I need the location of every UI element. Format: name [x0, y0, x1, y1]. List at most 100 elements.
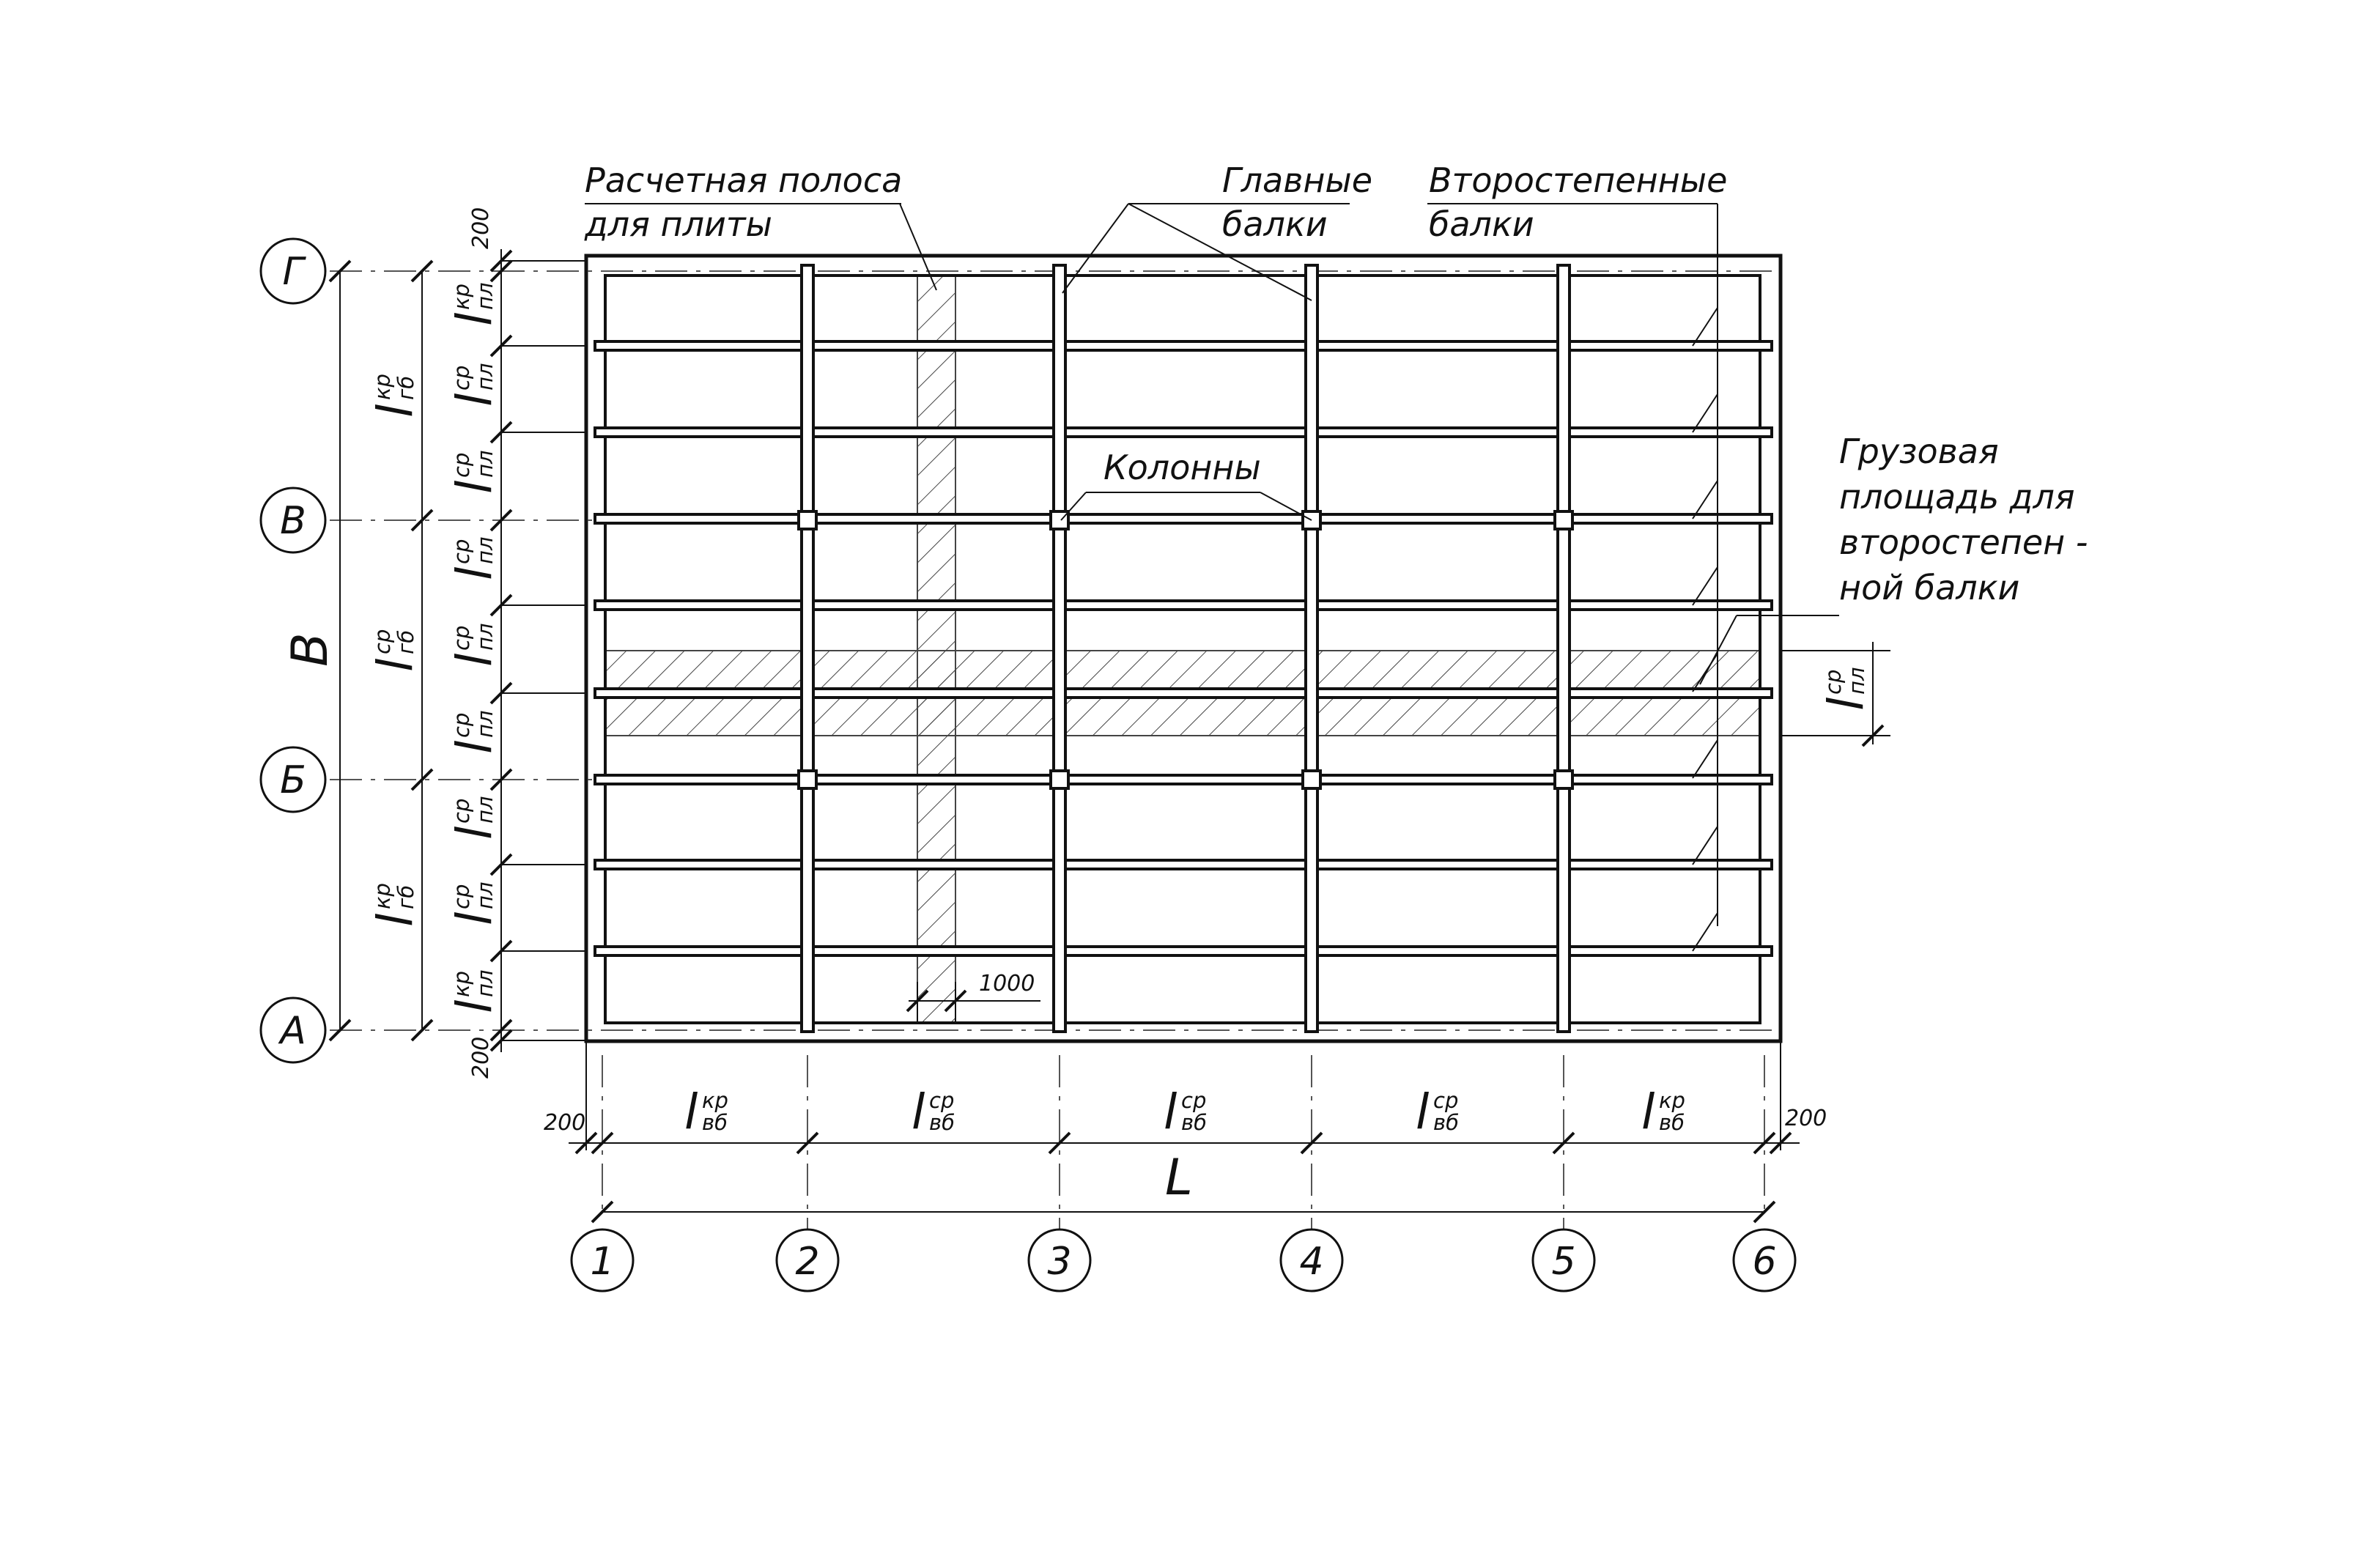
svg-text:l: l — [446, 393, 503, 407]
svg-text:l: l — [446, 480, 503, 494]
svg-text:ср: ср — [449, 799, 474, 824]
svg-text:ср: ср — [449, 884, 474, 909]
column — [1301, 769, 1322, 790]
left-dimensions — [339, 249, 586, 1052]
main-beam — [1052, 264, 1067, 1033]
svg-text:l: l — [1416, 1084, 1430, 1140]
svg-text:l: l — [446, 999, 503, 1013]
row-axis-bubbles: Г В Б А — [259, 237, 327, 1064]
svg-text:l: l — [912, 1084, 925, 1140]
main-beam — [1556, 264, 1571, 1033]
svg-text:пл: пл — [473, 796, 498, 824]
svg-text:ср: ср — [1181, 1088, 1206, 1113]
slab-span-label-1: l кр пл — [446, 283, 503, 327]
secondary-beams — [594, 340, 1773, 957]
svg-text:l: l — [1164, 1084, 1178, 1140]
cargo-label-line3: второстепен - — [1839, 522, 2088, 562]
dim-200-bottom: 200 — [468, 1037, 494, 1079]
column — [797, 769, 818, 790]
svg-text:пл: пл — [473, 624, 498, 651]
main-beams — [800, 264, 1571, 1033]
svg-text:кр: кр — [449, 971, 474, 997]
dim-200-right: 200 — [1785, 1106, 1827, 1131]
slab-span-label-8: l ср пл — [446, 882, 503, 926]
svg-text:l: l — [684, 1084, 698, 1140]
svg-text:гб: гб — [393, 630, 418, 654]
svg-text:пл: пл — [473, 970, 498, 998]
svg-text:ср: ср — [449, 366, 474, 391]
svg-text:l: l — [446, 653, 503, 667]
axis-bubble-6: 6 — [1732, 1228, 1797, 1293]
secondary-beam — [594, 859, 1773, 870]
svg-text:В: В — [280, 499, 306, 543]
main-span-label-1: l кр гб — [367, 374, 424, 418]
svg-text:l: l — [446, 740, 503, 754]
dim-L: L — [1165, 1149, 1193, 1207]
design-strip-hatch — [917, 275, 956, 1024]
column-axis-bubbles: 1 2 3 4 5 6 — [570, 1228, 1797, 1293]
svg-text:пл: пл — [473, 283, 498, 311]
span-label-2: l ср вб — [912, 1084, 955, 1140]
span-labels: l кр вб l ср вб l ср вб l ср вб l кр вб — [684, 1084, 1685, 1140]
svg-text:5: 5 — [1551, 1240, 1575, 1284]
annotations: Расчетная полоса для плиты Главные балки… — [584, 160, 2088, 607]
svg-text:l: l — [446, 312, 503, 326]
span-label-4: l ср вб — [1416, 1084, 1459, 1140]
svg-text:l: l — [446, 911, 503, 925]
main-beams-label-line2: балки — [1222, 204, 1328, 244]
svg-text:пл: пл — [473, 711, 498, 739]
columns — [797, 510, 1574, 790]
svg-text:l: l — [1641, 1084, 1655, 1140]
svg-text:ср: ср — [449, 626, 474, 651]
cargo-label-line4: ной балки — [1839, 568, 2019, 607]
cargo-label-line1: Грузовая — [1839, 432, 1999, 471]
span-label-1: l кр вб — [684, 1084, 728, 1140]
main-span-labels: l кр гб l ср гб l кр гб — [367, 374, 424, 927]
svg-text:А: А — [278, 1009, 306, 1053]
svg-text:l: l — [367, 913, 424, 927]
svg-text:l: l — [367, 404, 424, 418]
svg-text:пл: пл — [473, 537, 498, 565]
main-beams-label-line1: Главные — [1222, 160, 1372, 200]
column — [1553, 510, 1574, 530]
axis-bubble-G: Г — [259, 237, 327, 305]
axis-bubble-1: 1 — [570, 1228, 635, 1293]
svg-text:вб: вб — [702, 1110, 728, 1135]
axis-bubble-3: 3 — [1027, 1228, 1092, 1293]
span-label-5: l кр вб — [1641, 1084, 1685, 1140]
cargo-width-label: l ср пл — [1818, 667, 1874, 711]
svg-text:кр: кр — [370, 883, 395, 909]
slab-span-labels: l кр пл l ср пл l ср пл l ср пл l ср пл … — [446, 283, 1874, 1014]
axis-bubble-B: Б — [259, 746, 327, 813]
columns-label: Колонны — [1103, 448, 1261, 487]
leader-lines — [585, 203, 1839, 952]
column — [1049, 769, 1070, 790]
svg-text:ср: ср — [1433, 1088, 1458, 1113]
svg-text:вб: вб — [1659, 1110, 1685, 1135]
secondary-beam — [594, 340, 1773, 352]
svg-text:пл: пл — [473, 882, 498, 910]
axis-bubble-4: 4 — [1279, 1228, 1344, 1293]
main-beam — [800, 264, 815, 1033]
svg-text:ср: ср — [449, 713, 474, 738]
cargo-label-line2: площадь для — [1839, 477, 2075, 517]
svg-text:пл: пл — [473, 363, 498, 391]
axis-bubble-V: В — [259, 487, 327, 554]
axis-bubble-5: 5 — [1531, 1228, 1596, 1293]
slab-span-label-7: l ср пл — [446, 796, 503, 840]
dim-1000: 1000 — [979, 971, 1035, 996]
dimension-texts: 200 200 200 200 1000 L B — [281, 207, 1827, 1207]
secondary-beam — [594, 513, 1773, 525]
hatched-areas — [605, 275, 1761, 1024]
svg-text:Б: Б — [280, 758, 306, 802]
secondary-beams-label-line2: балки — [1429, 204, 1534, 244]
svg-text:ср: ср — [370, 629, 395, 654]
svg-text:кр: кр — [449, 284, 474, 310]
main-span-label-3: l кр гб — [367, 883, 424, 927]
svg-text:ср: ср — [929, 1088, 954, 1113]
svg-text:пл: пл — [1844, 667, 1869, 695]
slab-span-label-5: l ср пл — [446, 624, 503, 667]
svg-text:6: 6 — [1752, 1240, 1776, 1284]
svg-text:3: 3 — [1047, 1240, 1071, 1284]
